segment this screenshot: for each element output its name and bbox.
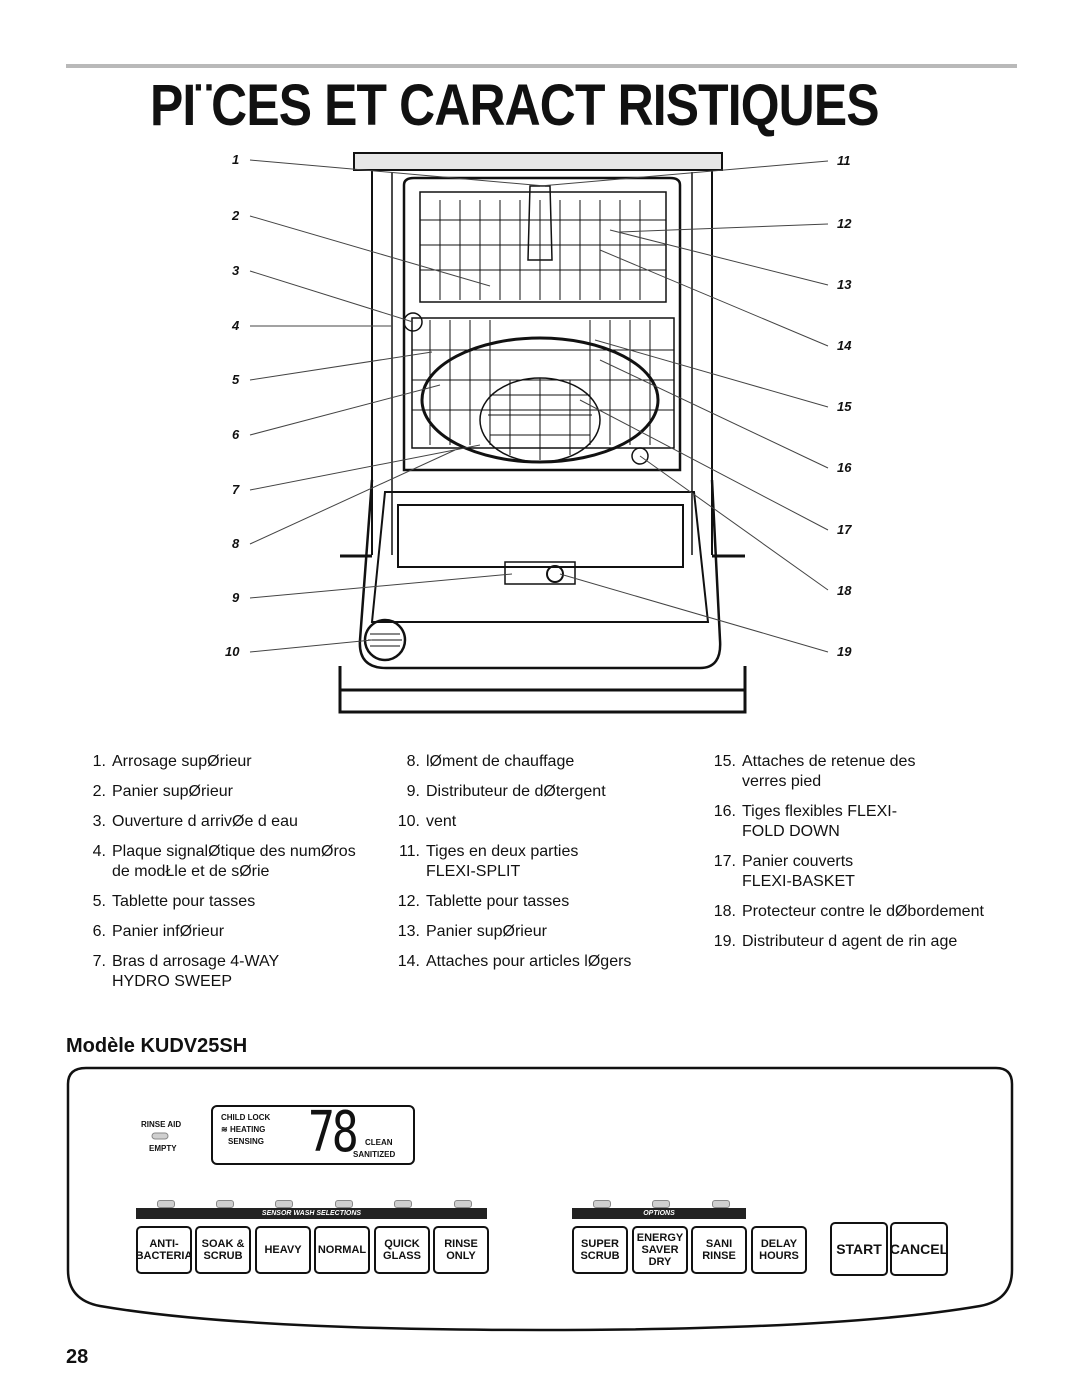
list-item: 9.Distributeur de dØtergent bbox=[406, 783, 606, 800]
sani-rinse-button[interactable]: SANI RINSE bbox=[691, 1226, 747, 1274]
callout-14: 14 bbox=[837, 338, 852, 353]
delay-hours-button[interactable]: DELAY HOURS bbox=[751, 1226, 807, 1274]
list-item: 11.Tiges en deux parties FLEXI-SPLIT bbox=[398, 843, 579, 880]
list-item: 4.Plaque signalØtique des numØros de mod… bbox=[92, 843, 356, 880]
list-item: 15.Attaches de retenue des verres pied bbox=[713, 753, 916, 790]
led-indicator bbox=[454, 1200, 472, 1208]
start-button[interactable]: START bbox=[830, 1222, 888, 1276]
callout-19: 19 bbox=[837, 644, 852, 659]
led-indicator bbox=[157, 1200, 175, 1208]
super-scrub-button[interactable]: SUPER SCRUB bbox=[572, 1226, 628, 1274]
callout-6: 6 bbox=[232, 427, 240, 442]
list-item: 16.Tiges flexibles FLEXI-FOLD DOWN bbox=[713, 803, 898, 840]
led-indicator bbox=[394, 1200, 412, 1208]
rinse-only-button[interactable]: RINSE ONLY bbox=[433, 1226, 489, 1274]
heavy-button[interactable]: HEAVY bbox=[255, 1226, 311, 1274]
list-item: 17.Panier couverts FLEXI-BASKET bbox=[713, 853, 855, 890]
empty-label: EMPTY bbox=[149, 1144, 177, 1153]
callout-10: 10 bbox=[225, 644, 240, 659]
digital-display: 78 bbox=[308, 1100, 359, 1165]
list-item: 7.Bras d arrosage 4-WAY HYDRO SWEEP bbox=[92, 953, 279, 990]
sensing-label: SENSING bbox=[228, 1137, 265, 1146]
led-indicator bbox=[652, 1200, 670, 1208]
list-item: 6.Panier infØrieur bbox=[92, 923, 225, 940]
list-item: 19.Distributeur d agent de rin age bbox=[713, 933, 958, 950]
led-indicator bbox=[216, 1200, 234, 1208]
clean-label: CLEAN bbox=[365, 1138, 393, 1147]
list-item: 13.Panier supØrieur bbox=[397, 923, 547, 940]
list-item: 10. vent bbox=[397, 813, 457, 830]
led-indicator bbox=[593, 1200, 611, 1208]
sanitized-label: SANITIZED bbox=[353, 1150, 396, 1159]
heating-indicator: ≋ HEATING bbox=[221, 1125, 266, 1134]
callout-16: 16 bbox=[837, 460, 852, 475]
control-panel-outline bbox=[66, 1066, 1014, 1332]
top-rule bbox=[66, 64, 1017, 68]
heating-icon: ≋ bbox=[221, 1125, 230, 1134]
callout-13: 13 bbox=[837, 277, 852, 292]
page-number: 28 bbox=[66, 1346, 89, 1368]
callout-7: 7 bbox=[232, 482, 240, 497]
led-indicator bbox=[275, 1200, 293, 1208]
list-item: 1.Arrosage supØrieur bbox=[92, 753, 252, 770]
model-heading: Modèle KUDV25SH bbox=[66, 1035, 248, 1057]
rinse-aid-label: RINSE AID bbox=[141, 1120, 182, 1129]
callout-4: 4 bbox=[232, 318, 240, 333]
list-item: 14.Attaches pour articles lØgers bbox=[397, 953, 632, 970]
list-item: 2.Panier supØrieur bbox=[92, 783, 233, 800]
normal-button[interactable]: NORMAL bbox=[314, 1226, 370, 1274]
callout-11: 11 bbox=[837, 153, 851, 168]
parts-list-col1: 1.Arrosage supØrieur 2.Panier supØrieur … bbox=[82, 752, 372, 1002]
dishwasher-diagram bbox=[249, 152, 829, 714]
callout-9: 9 bbox=[232, 590, 240, 605]
anti-bacteria-button[interactable]: ANTI- BACTERIA bbox=[136, 1226, 192, 1274]
options-bar: OPTIONS bbox=[572, 1208, 746, 1219]
callout-18: 18 bbox=[837, 583, 852, 598]
callout-15: 15 bbox=[837, 399, 852, 414]
cancel-button[interactable]: CANCEL bbox=[890, 1222, 948, 1276]
list-item: 8. lØment de chauffage bbox=[406, 753, 575, 770]
callout-3: 3 bbox=[232, 263, 240, 278]
sensor-wash-bar: SENSOR WASH SELECTIONS bbox=[136, 1208, 487, 1219]
quick-glass-button[interactable]: QUICK GLASS bbox=[374, 1226, 430, 1274]
callout-5: 5 bbox=[232, 372, 240, 387]
callout-12: 12 bbox=[837, 216, 852, 231]
list-item: 12.Tablette pour tasses bbox=[397, 893, 570, 910]
led-indicator bbox=[335, 1200, 353, 1208]
page-title: PI¨CES ET CARACT RISTIQUES bbox=[150, 73, 880, 138]
list-item: 5.Tablette pour tasses bbox=[92, 893, 256, 910]
list-item: 3.Ouverture d arrivØe d eau bbox=[92, 813, 298, 830]
callout-17: 17 bbox=[837, 522, 852, 537]
child-lock-label: CHILD LOCK bbox=[221, 1113, 271, 1122]
callout-2: 2 bbox=[232, 208, 240, 223]
callout-8: 8 bbox=[232, 536, 240, 551]
energy-saver-dry-button[interactable]: ENERGY SAVER DRY bbox=[632, 1226, 688, 1274]
callout-1: 1 bbox=[232, 152, 240, 167]
soak-scrub-button[interactable]: SOAK & SCRUB bbox=[195, 1226, 251, 1274]
list-item: 18.Protecteur contre le dØbordement bbox=[713, 903, 984, 920]
led-indicator bbox=[712, 1200, 730, 1208]
parts-list-col3: 15.Attaches de retenue des verres pied 1… bbox=[702, 752, 1022, 962]
parts-list-col2: 8. lØment de chauffage 9.Distributeur de… bbox=[390, 752, 690, 982]
